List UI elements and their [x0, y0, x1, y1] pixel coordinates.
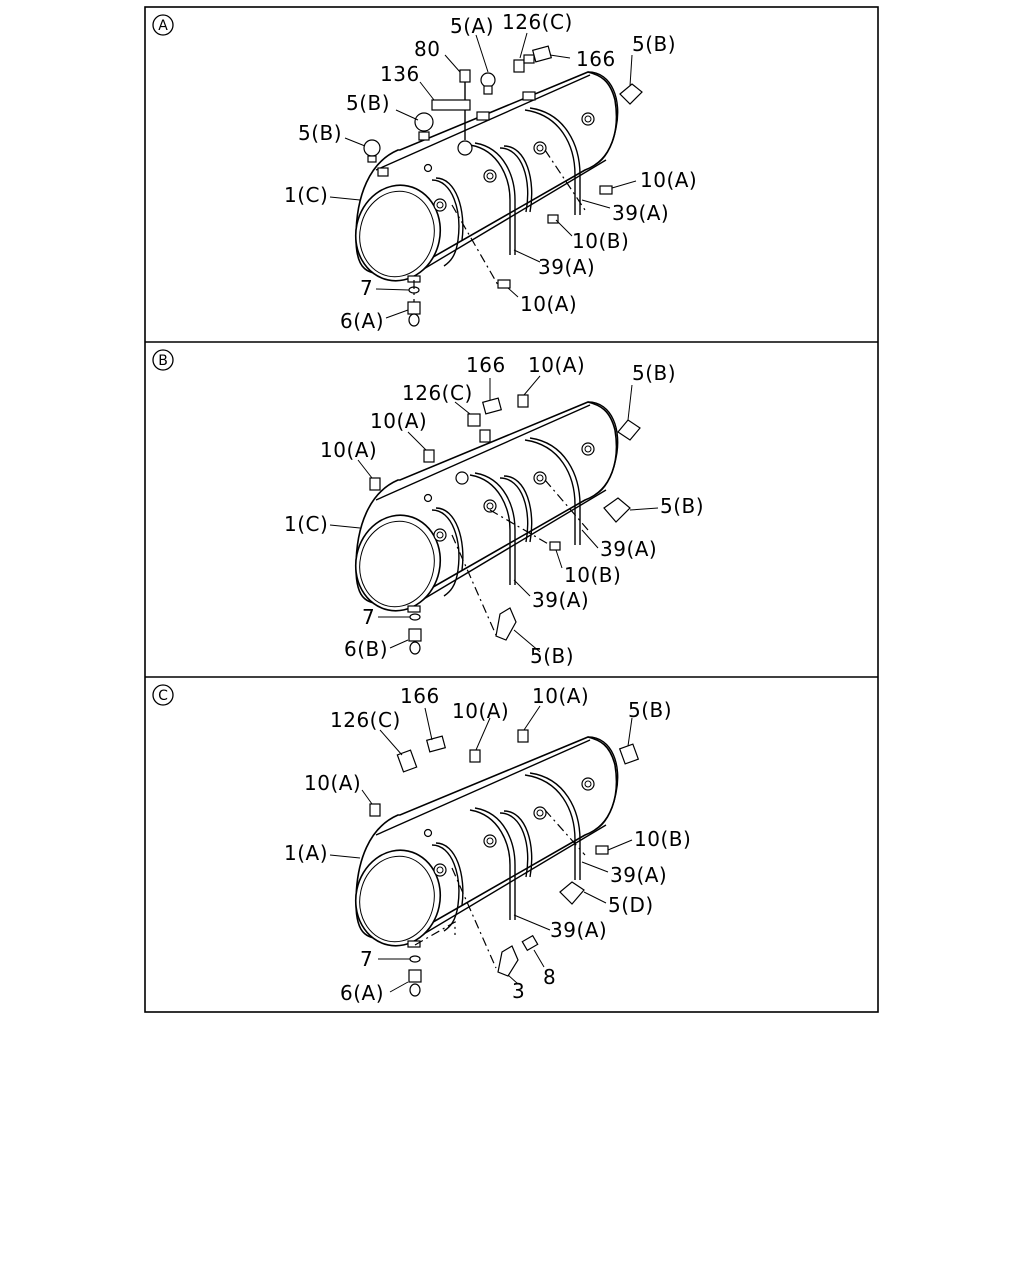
leader-lines — [329, 705, 633, 993]
panel-c: C — [152, 684, 691, 1005]
callout-label: 126(C) — [330, 708, 401, 732]
leader-lines — [329, 32, 637, 319]
panel-marker-circle — [152, 684, 174, 706]
callout-label: 5(A) — [450, 14, 494, 38]
callout-label: 126(C) — [402, 381, 473, 405]
callout-label: 5(D) — [608, 893, 654, 917]
callout-label: 166 — [400, 684, 440, 708]
callout-label: 7 — [362, 605, 375, 629]
callout-label: 39(A) — [538, 255, 595, 279]
callout-labels: 166 10(A) 5(B) 126(C) 10(A) 10(A) 1(C) 5… — [284, 353, 704, 668]
callout-label: 1(C) — [284, 183, 328, 207]
callout-label: 10(B) — [564, 563, 621, 587]
panel-a: A — [152, 10, 697, 333]
callout-label: 10(A) — [640, 168, 697, 192]
callout-label: 6(A) — [340, 309, 384, 333]
callout-label: 39(A) — [612, 201, 669, 225]
callout-label: 10(A) — [520, 292, 577, 316]
callout-labels: 5(A) 126(C) 166 80 5(B) 136 5(B) 5(B) 1(… — [284, 10, 697, 333]
callout-label: 1(A) — [284, 841, 328, 865]
callout-label: 39(A) — [600, 537, 657, 561]
callout-label: 10(A) — [320, 438, 377, 462]
callout-label: 5(B) — [628, 698, 672, 722]
callout-label: 39(A) — [532, 588, 589, 612]
callout-label: 8 — [543, 965, 556, 989]
callout-label: 5(B) — [298, 121, 342, 145]
callout-label: 10(A) — [528, 353, 585, 377]
callout-label: 6(A) — [340, 981, 384, 1005]
callout-label: 39(A) — [610, 863, 667, 887]
callout-label: 7 — [360, 947, 373, 971]
callout-label: 166 — [576, 47, 616, 71]
callout-label: 5(B) — [346, 91, 390, 115]
fitting-parts — [369, 394, 641, 655]
panel-marker: B — [158, 353, 168, 369]
callout-label: 7 — [360, 276, 373, 300]
panel-frame — [144, 6, 879, 1013]
callout-label: 136 — [380, 62, 420, 86]
callout-labels: 166 10(A) 10(A) 5(B) 126(C) 10(A) 10(B) … — [284, 684, 691, 1005]
panel-marker: C — [158, 688, 168, 704]
fitting-parts — [363, 45, 643, 327]
callout-label: 166 — [466, 353, 506, 377]
panel-marker-circle — [152, 14, 174, 36]
callout-label: 10(A) — [452, 699, 509, 723]
callout-label: 10(B) — [634, 827, 691, 851]
callout-label: 5(B) — [632, 32, 676, 56]
callout-label: 5(B) — [632, 361, 676, 385]
callout-label: 10(A) — [532, 684, 589, 708]
panel-b: B — [152, 349, 704, 668]
callout-label: 5(B) — [530, 644, 574, 668]
leader-lines — [329, 375, 659, 653]
callout-label: 6(B) — [344, 637, 388, 661]
panel-marker-circle — [152, 349, 174, 371]
callout-label: 39(A) — [550, 918, 607, 942]
callout-label: 3 — [512, 979, 525, 1003]
panel-marker: A — [158, 18, 168, 34]
callout-label: 5(B) — [660, 494, 704, 518]
callout-label: 10(A) — [304, 771, 361, 795]
fitting-parts — [369, 729, 640, 997]
callout-label: 1(C) — [284, 512, 328, 536]
callout-label: 10(B) — [572, 229, 629, 253]
callout-label: 10(A) — [370, 409, 427, 433]
callout-label: 126(C) — [502, 10, 573, 34]
callout-label: 80 — [414, 37, 440, 61]
